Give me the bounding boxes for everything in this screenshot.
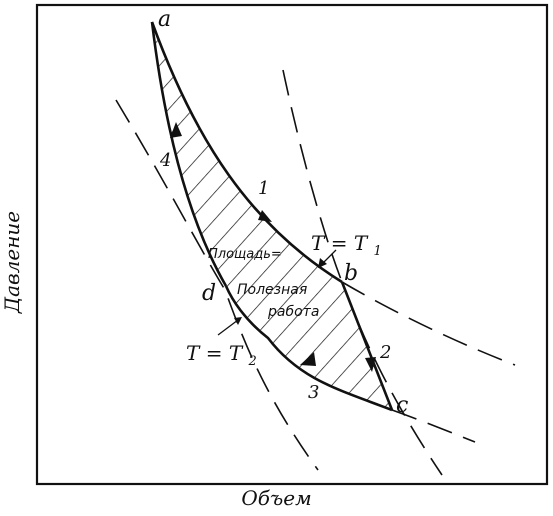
isotherm-t1-curve <box>282 69 443 476</box>
arrow-process-1-icon <box>258 210 272 222</box>
arrow-process-4-icon <box>170 122 182 138</box>
process-3-label: 3 <box>308 382 319 403</box>
plot-frame <box>35 3 549 486</box>
t2-pointer-line <box>217 319 239 336</box>
point-c-label: c <box>396 393 408 418</box>
t1-pointer-line <box>321 249 337 265</box>
process-3-curve <box>224 285 393 412</box>
t1-pointer-head-icon <box>318 258 327 268</box>
area-annotation-line-3: работа <box>267 304 319 320</box>
point-a-label: a <box>158 7 171 32</box>
area-annotation-line-2: Полезная <box>237 282 307 298</box>
isotherm-t1-main: T = T <box>311 231 369 255</box>
area-annotation-line-1: Площадь= <box>208 247 282 262</box>
process-4-label: 4 <box>159 150 171 171</box>
isotherm-t2-label: T = T 2 <box>186 341 257 369</box>
adiabat-ab-extension <box>341 281 516 366</box>
process-1-curve <box>150 21 343 284</box>
arrow-process-3-icon <box>300 352 316 366</box>
point-d-label: d <box>202 281 216 306</box>
isotherm-t2-subscript: 2 <box>248 354 257 369</box>
process-4-curve <box>150 21 228 287</box>
isotherm-t2-main: T = T <box>186 341 244 365</box>
work-area <box>152 22 392 410</box>
isotherm-t1-label: T = T 1 <box>311 231 382 259</box>
arrow-process-2-icon <box>365 357 376 372</box>
adiabat-dc-extension <box>391 409 476 443</box>
t2-pointer-head-icon <box>234 317 242 325</box>
isotherm-t2-curve <box>115 99 319 471</box>
x-axis-label: Объем <box>241 486 312 510</box>
process-2-curve <box>340 281 394 411</box>
process-1-label: 1 <box>258 178 269 199</box>
y-axis-label: Давление <box>0 210 24 314</box>
point-b-label: b <box>344 261 358 286</box>
process-2-label: 2 <box>379 342 391 363</box>
isotherm-t1-subscript: 1 <box>374 244 382 259</box>
